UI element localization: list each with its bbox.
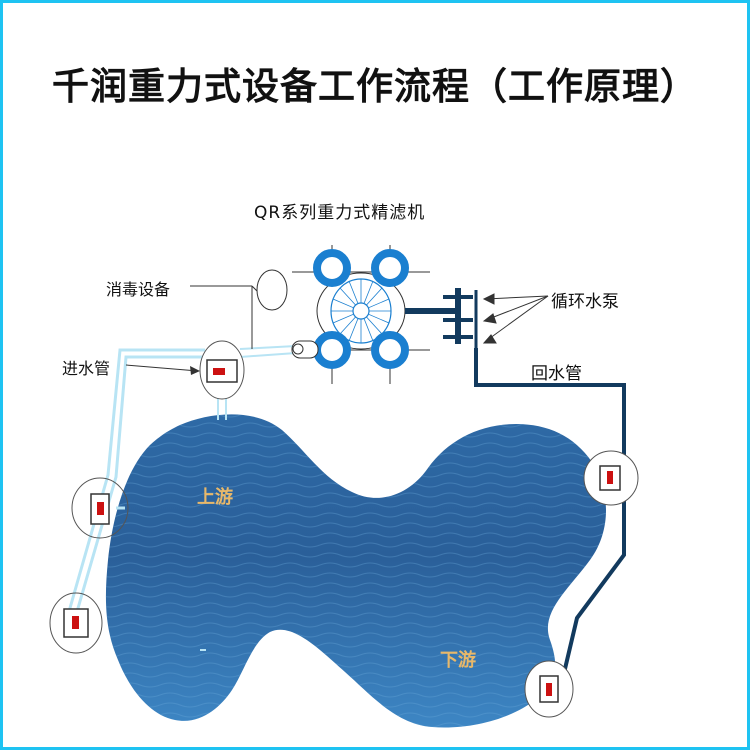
machine-label: QR系列重力式精滤机 xyxy=(254,203,426,223)
filter-ring-bl xyxy=(313,331,351,369)
downstream-label: 下游 xyxy=(440,650,476,671)
return-pump-upper xyxy=(583,450,639,506)
upstream-label: 上游 xyxy=(197,487,233,508)
inlet-pipe-left xyxy=(64,348,205,623)
inlet-pump-top xyxy=(199,340,245,400)
inlet-pump-middle xyxy=(71,477,129,539)
circulation-pump-label: 循环水泵 xyxy=(551,292,619,312)
disinfection-label: 消毒设备 xyxy=(106,280,171,299)
return-pipe-label: 回水管 xyxy=(531,364,582,384)
pump-pointers xyxy=(482,293,549,344)
lake xyxy=(105,414,607,728)
inlet-pump-bottom xyxy=(49,592,103,654)
filter-ring-tl xyxy=(313,249,351,287)
circulation-pump-manifold xyxy=(405,288,478,348)
gravity-filter-machine xyxy=(291,245,430,384)
inlet-pipe-label: 进水管 xyxy=(62,359,111,378)
disinfection-device xyxy=(256,269,288,311)
inlet-pointer xyxy=(125,364,199,372)
filter-ring-tr xyxy=(371,249,409,287)
filter-ring-br xyxy=(371,331,409,369)
return-pump-lower xyxy=(524,660,574,718)
page-title: 千润重力式设备工作流程（工作原理） xyxy=(52,65,698,108)
